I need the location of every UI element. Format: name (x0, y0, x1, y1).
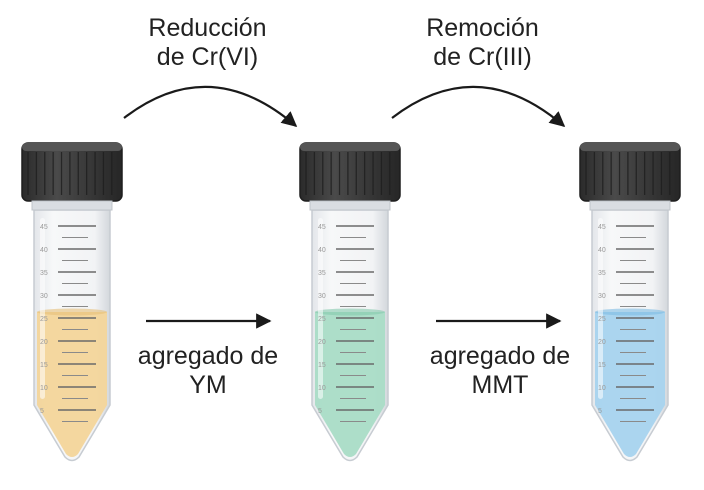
graduation-label: 40 (598, 247, 606, 254)
graduation-label: 25 (598, 316, 606, 323)
graduation-label: 40 (318, 247, 326, 254)
graduation-label: 25 (40, 316, 48, 323)
tube-liquid (37, 312, 107, 457)
add-mmt-label-line2: MMT (471, 371, 529, 399)
add-ym-label-line1: agregado de (137, 342, 279, 370)
graduation-label: 30 (318, 293, 326, 300)
tube-3: 45 40 35 30 25 20 15 10 5 (579, 142, 681, 462)
graduation-label: 10 (40, 385, 48, 392)
tube-highlight (318, 218, 323, 399)
liquid-meniscus (315, 308, 385, 316)
graduation-label: 15 (40, 362, 48, 369)
graduation-label: 30 (598, 293, 606, 300)
removal-label: Remoción de Cr(III) (395, 14, 570, 72)
graduation-label: 10 (598, 385, 606, 392)
reduction-label: Reducción de Cr(VI) (120, 14, 295, 72)
graduation-label: 45 (598, 224, 606, 231)
removal-arrow (391, 85, 566, 128)
graduation-label: 20 (318, 339, 326, 346)
graduation-label: 35 (40, 270, 48, 277)
graduation-label: 30 (40, 293, 48, 300)
removal-label-line1: Remoción (426, 14, 539, 42)
graduation-label: 5 (598, 408, 602, 415)
reduction-label-line2: de Cr(VI) (156, 43, 259, 71)
graduation-label: 20 (598, 339, 606, 346)
graduation-label: 10 (318, 385, 326, 392)
tube-cap (299, 142, 401, 211)
graduation-label: 15 (318, 362, 326, 369)
add-mmt-label: agregado de MMT (400, 342, 600, 400)
add-mmt-label-line1: agregado de (429, 342, 571, 370)
reduction-label-line1: Reducción (148, 14, 267, 42)
tube-highlight (598, 218, 603, 399)
tube-liquid (315, 312, 385, 457)
graduation-label: 5 (40, 408, 44, 415)
tube-cap (21, 142, 123, 211)
graduation-label: 25 (318, 316, 326, 323)
graduation-label: 35 (318, 270, 326, 277)
add-ym-label-line2: YM (189, 371, 227, 399)
graduation-label: 35 (598, 270, 606, 277)
reduction-arrow (123, 85, 298, 128)
tube-2: 45 40 35 30 25 20 15 10 5 (299, 142, 401, 462)
liquid-meniscus (595, 308, 665, 316)
tube-highlight (40, 218, 45, 399)
graduation-label: 45 (318, 224, 326, 231)
graduation-label: 45 (40, 224, 48, 231)
graduation-label: 40 (40, 247, 48, 254)
graduation-label: 20 (40, 339, 48, 346)
liquid-meniscus (37, 308, 107, 316)
removal-label-line2: de Cr(III) (433, 43, 532, 71)
graduation-label: 15 (598, 362, 606, 369)
add-ym-label: agregado de YM (108, 342, 308, 400)
tube-1: 45 40 35 30 25 20 15 10 5 (21, 142, 123, 462)
tube-cap (579, 142, 681, 211)
graduation-label: 5 (318, 408, 322, 415)
tube-liquid (595, 312, 665, 457)
